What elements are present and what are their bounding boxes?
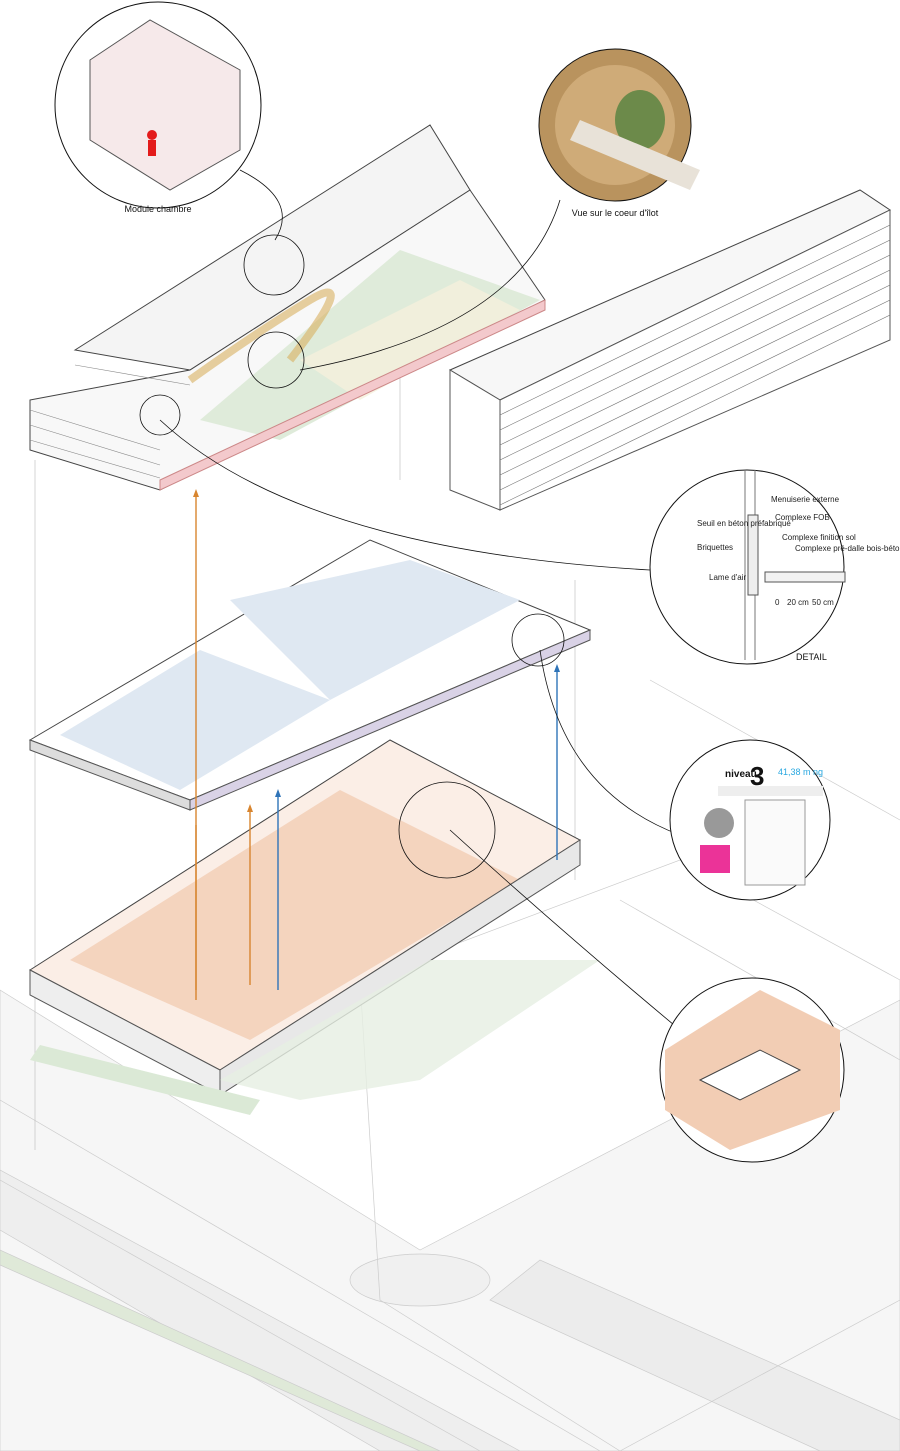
upper-building [29,124,546,491]
detail-label-menuiserie: Menuiserie externe [771,495,840,504]
slab-building [448,189,892,511]
callout-connectors [139,169,681,1031]
middle-floor-level [28,539,592,811]
site-context [0,679,900,1451]
interior-detail-callout [659,977,845,1163]
circulation-arrows [193,489,560,1000]
ground-floor-level [29,739,600,1115]
level-sheet-callout [669,739,831,901]
level-word: niveau [725,769,757,780]
courtyard-view-callout [538,48,700,202]
scale-50: 50 cm [812,598,834,607]
module-chambre-callout [54,1,262,209]
detail-label-briquettes: Briquettes [697,543,733,552]
detail-callout [649,469,846,665]
detail-label-finition: Complexe finition sol [782,533,856,542]
level-number: 3 [750,761,764,791]
detail-label-predalle: Complexe pré-dalle bois-béton [795,544,900,553]
level-altitude: 41,38 m ng [778,767,823,777]
scale-0: 0 [775,598,780,607]
detail-label-lame: Lame d'air [709,573,746,582]
detail-title: DETAIL [796,652,827,662]
detail-label-seuil: Seuil en béton préfabriqué [697,519,791,528]
scale-20: 20 cm [787,598,809,607]
view-caption: Vue sur le coeur d'îlot [572,208,659,218]
module-chambre-caption: Module chambre [124,204,191,214]
detail-label-fob: Complexe FOB [775,513,830,522]
